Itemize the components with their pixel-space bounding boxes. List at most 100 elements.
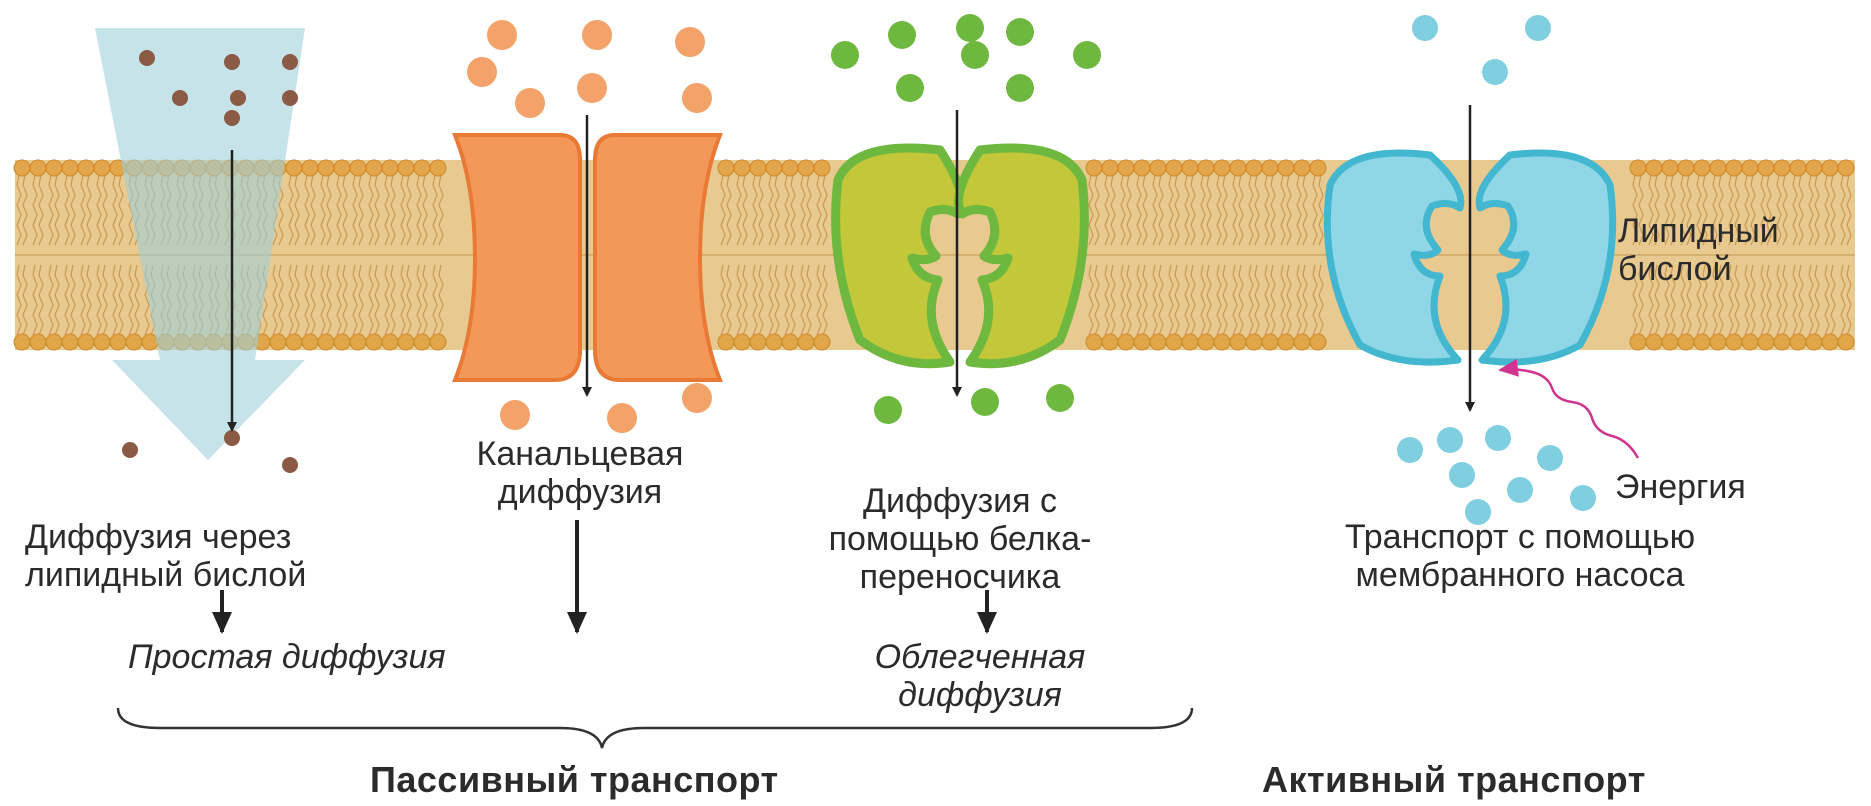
molecule [500, 400, 530, 430]
lipid-head [1214, 160, 1230, 176]
lipid-head [46, 160, 62, 176]
lipid-head [1310, 334, 1326, 350]
active-transport-label: Активный транспорт [1262, 760, 1646, 800]
lipid-head [1662, 334, 1678, 350]
lipid-head [1294, 334, 1310, 350]
lipid-head [382, 334, 398, 350]
lipid-head [1838, 160, 1854, 176]
lipid-head [286, 160, 302, 176]
lipid-head [1678, 160, 1694, 176]
lipid-head [1294, 160, 1310, 176]
lipid-head [366, 160, 382, 176]
lipid-head [1758, 334, 1774, 350]
lipid-head [318, 334, 334, 350]
lipid-head [78, 160, 94, 176]
lipid-head [318, 160, 334, 176]
molecule [888, 21, 916, 49]
molecule [1449, 462, 1475, 488]
lipid-head [718, 334, 734, 350]
molecule [487, 20, 517, 50]
molecule [467, 57, 497, 87]
molecule [1485, 425, 1511, 451]
lipid-head [62, 334, 78, 350]
molecule [971, 388, 999, 416]
lipid-head [782, 334, 798, 350]
lipid-head [1086, 160, 1102, 176]
lipid-head [430, 160, 446, 176]
lipid-head [1806, 160, 1822, 176]
lipid-head [766, 334, 782, 350]
molecule [230, 90, 246, 106]
lipid-head [366, 334, 382, 350]
lipid-head [1310, 160, 1326, 176]
lipid-head [1806, 334, 1822, 350]
lipid-head [798, 160, 814, 176]
lipid-head [1150, 334, 1166, 350]
lipid-head [750, 160, 766, 176]
lipid-head [1262, 334, 1278, 350]
lipid-head [1262, 160, 1278, 176]
channel-diffusion-label: Канальцевая диффузия [415, 435, 745, 511]
lipid-head [1790, 334, 1806, 350]
molecule [831, 41, 859, 69]
molecule [1073, 41, 1101, 69]
lipid-head [270, 334, 286, 350]
lipid-head [414, 160, 430, 176]
molecule [282, 90, 298, 106]
lipid-head [62, 160, 78, 176]
lipid-head [1742, 334, 1758, 350]
lipid-head [14, 160, 30, 176]
lipid-head [126, 334, 142, 350]
molecule [956, 14, 984, 42]
molecule [122, 442, 138, 458]
molecule [1006, 74, 1034, 102]
lipid-head [1166, 160, 1182, 176]
lipid-head [1726, 334, 1742, 350]
lipid-head [718, 160, 734, 176]
facilitated-diffusion-label: Облегченная диффузия [800, 638, 1160, 714]
lipid-head [1742, 160, 1758, 176]
lipid-head [350, 334, 366, 350]
lipid-head [334, 334, 350, 350]
molecule [1006, 18, 1034, 46]
lipid-head [414, 334, 430, 350]
molecule [1570, 485, 1596, 511]
molecule [961, 41, 989, 69]
lipid-head [14, 334, 30, 350]
pump-transport-label: Транспорт с помощью мембранного насоса [1225, 518, 1815, 594]
lipid-head [30, 334, 46, 350]
lipid-head [1278, 160, 1294, 176]
lipid-head [30, 160, 46, 176]
lipid-head [1710, 160, 1726, 176]
lipid-head [78, 334, 94, 350]
lipid-head [1230, 160, 1246, 176]
lipid-head [1214, 334, 1230, 350]
lipid-head [1646, 334, 1662, 350]
lipid-head [1102, 334, 1118, 350]
lipid-head [1630, 160, 1646, 176]
molecule [682, 83, 712, 113]
lipid-head [1230, 334, 1246, 350]
lipid-bilayer-label: Липидный бислой [1618, 212, 1779, 288]
lipid-head [1166, 334, 1182, 350]
molecule [1507, 477, 1533, 503]
lipid-head [750, 334, 766, 350]
molecule [1412, 15, 1438, 41]
lipid-head [334, 160, 350, 176]
molecule [896, 74, 924, 102]
lipid-head [350, 160, 366, 176]
lipid-head [1678, 334, 1694, 350]
lipid-head [1134, 334, 1150, 350]
lipid-head [814, 160, 830, 176]
molecule [1437, 427, 1463, 453]
lipid-head [1246, 160, 1262, 176]
molecule [282, 457, 298, 473]
lipid-head [734, 334, 750, 350]
lipid-head [1726, 160, 1742, 176]
lipid-head [94, 160, 110, 176]
lipid-head [1182, 334, 1198, 350]
lipid-head [782, 160, 798, 176]
lipid-head [1774, 160, 1790, 176]
lipid-head [1822, 334, 1838, 350]
